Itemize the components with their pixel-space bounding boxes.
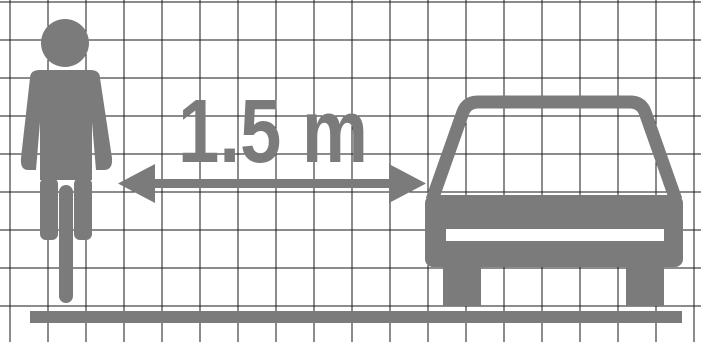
road-surface	[30, 311, 682, 323]
distance-label: 1.5 m	[178, 82, 368, 182]
